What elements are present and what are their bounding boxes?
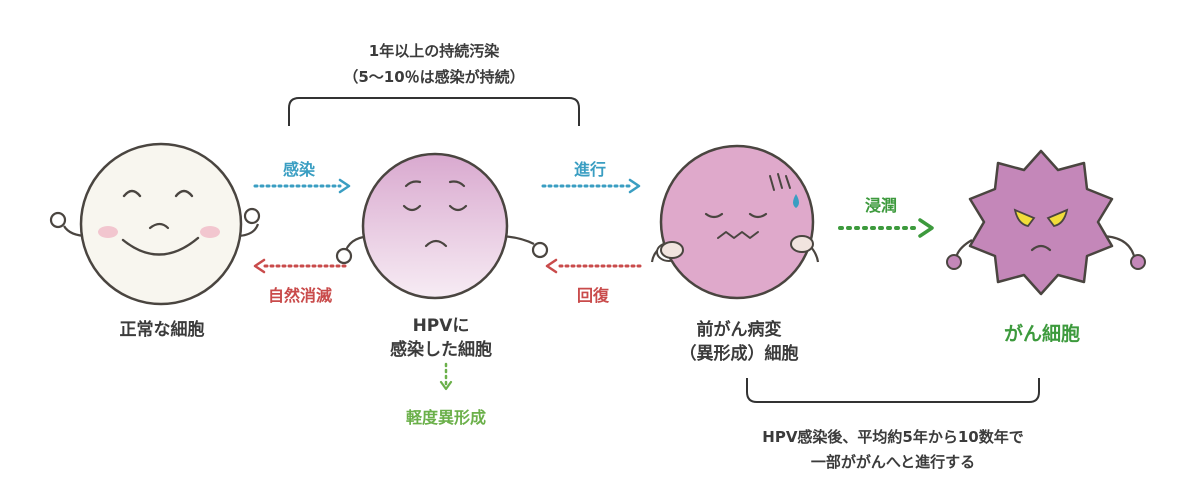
clearance-arrow (253, 258, 347, 274)
bottom-bracket (746, 378, 1040, 403)
top-bracket (288, 97, 580, 126)
bottom-note-line2: 一部ががんへと進行する (810, 453, 976, 471)
infected-cell (335, 152, 549, 300)
progression-arrow (541, 178, 641, 194)
cancer-cell-label: がん細胞 (1003, 323, 1081, 345)
recovery-label: 回復 (576, 286, 610, 305)
bottom-note-line1: HPV感染後、平均約5年から10数年で (762, 428, 1024, 446)
infection-arrow (253, 178, 351, 194)
mild-dysplasia-arrow (439, 362, 453, 391)
top-bracket-line2: （5～10％は感染が持続） (343, 68, 525, 86)
recovery-arrow (545, 258, 642, 274)
cancer-cell (946, 149, 1146, 296)
progression-label: 進行 (573, 160, 607, 179)
precancer-label-line2: （異形成）細胞 (679, 344, 799, 364)
clearance-label: 自然消滅 (267, 286, 333, 305)
infected-cell-label-line1: HPVに (412, 316, 470, 336)
invasion-label: 浸潤 (864, 196, 898, 215)
precancer-cell (650, 144, 820, 300)
infection-label: 感染 (282, 160, 316, 179)
normal-cell-label: 正常な細胞 (119, 320, 205, 340)
precancer-label-line1: 前がん病変 (696, 320, 782, 340)
infected-cell-label-line2: 感染した細胞 (390, 340, 492, 360)
invasion-arrow (838, 218, 934, 238)
normal-cell (49, 142, 261, 306)
top-bracket-line1: 1年以上の持続汚染 (368, 42, 500, 60)
mild-dysplasia-label: 軽度異形成 (405, 408, 487, 427)
